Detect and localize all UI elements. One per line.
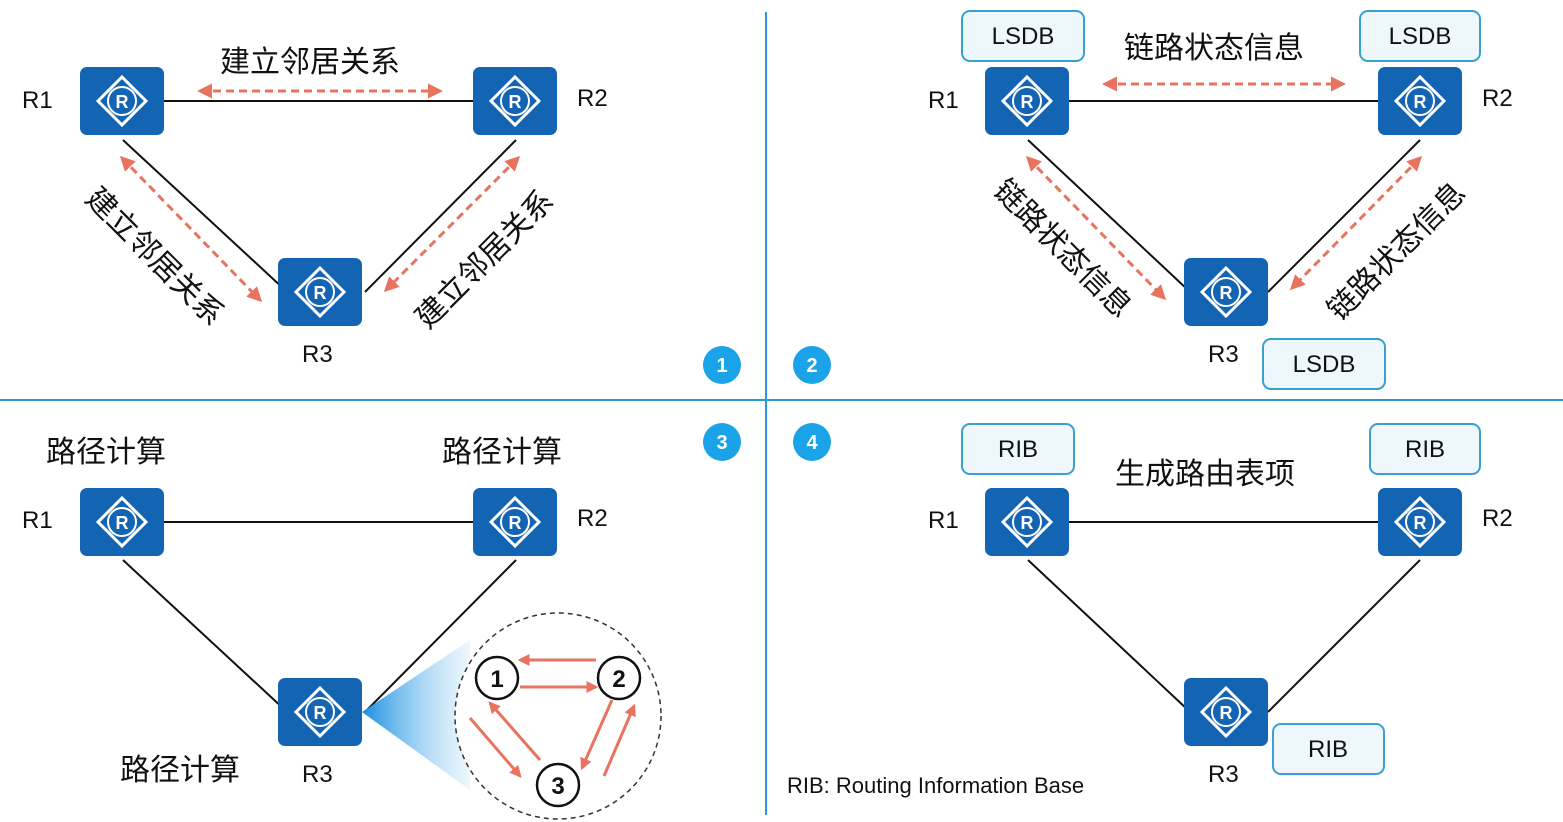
spf-node-3 xyxy=(535,762,581,808)
rib-box-r3 xyxy=(1272,723,1385,775)
router-letter: R xyxy=(314,703,327,723)
router-label-r2: R2 xyxy=(577,505,608,532)
link-r1-r3 xyxy=(122,559,286,711)
router-letters: R R R R R R R R R R R R xyxy=(116,92,1427,723)
arrow-r2-r3 xyxy=(383,155,521,293)
router-letter: R xyxy=(509,513,522,533)
router-letter: R xyxy=(1220,283,1233,303)
step-badge-3 xyxy=(703,423,741,461)
zoom-beam xyxy=(362,640,470,790)
neighbor-label-right: 建立邻居关系 xyxy=(409,184,561,336)
spf-node-1 xyxy=(474,655,520,701)
panel-2: R1 R2 R3 LSDB LSDB LSDB 链路状态信息 链路状态信息 链路… xyxy=(793,10,1513,390)
rib-footnote: RIB: Routing Information Base xyxy=(787,773,1084,798)
spf-arrow-2-to-3 xyxy=(580,699,614,771)
lsa-label-right: 链路状态信息 xyxy=(1321,176,1473,328)
lsdb-box-r2 xyxy=(1359,10,1481,62)
lsa-label-top: 链路状态信息 xyxy=(1124,31,1304,66)
path-calc-label-r1: 路径计算 xyxy=(46,435,166,470)
router-letter: R xyxy=(116,92,129,112)
router-label-r1: R1 xyxy=(928,507,959,534)
router-letter: R xyxy=(314,283,327,303)
lsdb-box-r3 xyxy=(1262,338,1386,390)
link-r2-r3 xyxy=(364,559,517,713)
router-letter: R xyxy=(1021,92,1034,112)
step-badge-4 xyxy=(793,423,831,461)
rib-label-r1: RIB xyxy=(998,436,1038,463)
panel-1: R1 R2 R3 建立邻居关系 建立邻居关系 建立邻居关系 1 xyxy=(22,45,741,384)
router-letter: R xyxy=(1414,92,1427,112)
spf-node-2-label: 2 xyxy=(612,666,625,693)
router-letter: R xyxy=(1021,513,1034,533)
lsdb-box-r1 xyxy=(961,10,1085,62)
router-label-r1: R1 xyxy=(928,87,959,114)
step-number-1: 1 xyxy=(716,355,727,377)
panel-3: R1 R2 R3 路径计算 路径计算 路径计算 1 2 3 3 xyxy=(22,423,741,820)
router-label-r3: R3 xyxy=(302,341,333,368)
panel-4: R1 R2 R3 RIB RIB RIB 生成路由表项 RIB: Routing… xyxy=(787,423,1513,798)
neighbor-label-top: 建立邻居关系 xyxy=(220,45,400,80)
path-calc-label-r2: 路径计算 xyxy=(442,435,562,470)
spf-node-1-label: 1 xyxy=(490,666,503,693)
link-r2-r3 xyxy=(1267,559,1421,713)
spf-node-3-label: 3 xyxy=(551,773,564,800)
router-letter: R xyxy=(1220,703,1233,723)
router-label-r1: R1 xyxy=(22,507,53,534)
spf-arrow-1-to-3 xyxy=(468,717,522,778)
lsdb-label-r1: LSDB xyxy=(992,23,1055,50)
step-number-3: 3 xyxy=(716,432,727,454)
spf-arrow-3-to-2 xyxy=(602,703,636,777)
router-label-r2: R2 xyxy=(1482,85,1513,112)
link-r1-r3 xyxy=(1027,559,1189,711)
step-badge-2 xyxy=(793,346,831,384)
lsa-label-left: 链路状态信息 xyxy=(986,173,1138,325)
spf-arrow-3-to-1 xyxy=(488,701,542,761)
generate-route-label: 生成路由表项 xyxy=(1115,457,1295,492)
rib-box-r2 xyxy=(1369,423,1481,475)
router-label-r2: R2 xyxy=(1482,505,1513,532)
lsdb-label-r2: LSDB xyxy=(1389,23,1452,50)
neighbor-label-left: 建立邻居关系 xyxy=(78,181,230,333)
router-label-r3: R3 xyxy=(302,761,333,788)
rib-label-r3: RIB xyxy=(1308,736,1348,763)
arrow-r1-r3 xyxy=(1025,155,1167,301)
router-label-r3: R3 xyxy=(1208,761,1239,788)
arrow-r1-r3 xyxy=(119,155,263,303)
router-label-r1: R1 xyxy=(22,87,53,114)
rib-box-r1 xyxy=(961,423,1075,475)
spf-node-2 xyxy=(596,655,642,701)
step-number-2: 2 xyxy=(806,355,817,377)
router-letter: R xyxy=(116,513,129,533)
arrow-r2-r3 xyxy=(1289,155,1423,291)
step-number-4: 4 xyxy=(806,432,818,454)
step-badge-1 xyxy=(703,346,741,384)
path-calc-label-r3: 路径计算 xyxy=(120,753,240,788)
router-label-r2: R2 xyxy=(577,85,608,112)
router-label-r3: R3 xyxy=(1208,341,1239,368)
rib-label-r2: RIB xyxy=(1405,436,1445,463)
router-letter: R xyxy=(1414,513,1427,533)
router-letter: R xyxy=(509,92,522,112)
lsdb-label-r3: LSDB xyxy=(1293,351,1356,378)
